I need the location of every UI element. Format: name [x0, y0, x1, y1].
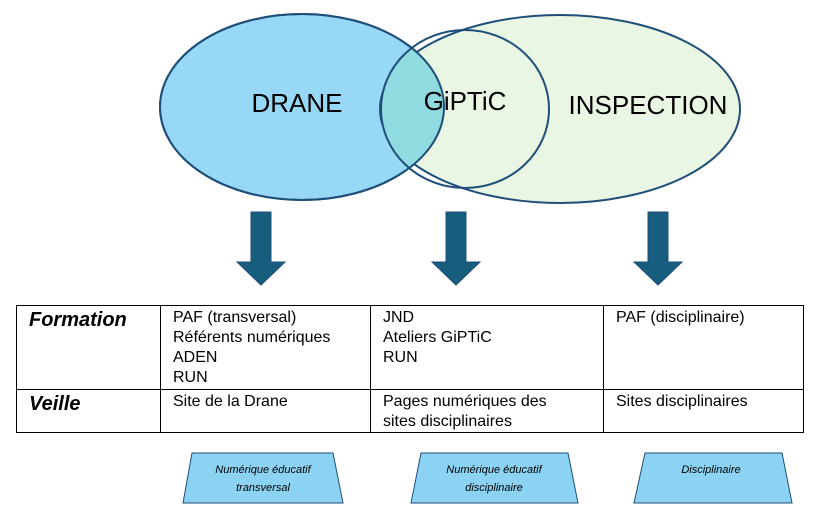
cell-giptic: JND Ateliers GiPTiC RUN	[370, 305, 604, 390]
cell-text: JND	[383, 309, 415, 326]
tag-line-1: Numérique éducatif	[446, 464, 542, 476]
cell-drane: Site de la Drane	[160, 389, 371, 433]
giptic-overlap	[381, 30, 444, 188]
giptic-label: GiPTiC	[424, 86, 507, 116]
venn-diagram: DRANE GiPTiC INSPECTION	[159, 13, 741, 286]
cell-text: PAF (disciplinaire)	[616, 309, 745, 326]
activities-table: Formation PAF (transversal) Référents numé…	[16, 305, 804, 433]
row-header: Formation	[16, 305, 161, 390]
cell-text: RUN	[173, 369, 208, 386]
tag-line-2: transversal	[236, 482, 290, 494]
cell-text: RUN	[383, 349, 418, 366]
cell-text: sites disciplinaires	[383, 413, 512, 430]
tag-shape-transversal	[182, 452, 344, 504]
cell-text: ADEN	[173, 349, 218, 366]
row-veille: Veille Site de la Drane Pages numériques d…	[16, 389, 804, 433]
arrows	[235, 211, 684, 286]
inspection-label: INSPECTION	[569, 90, 728, 120]
tag-disciplinaire-numerique: Numérique éducatif disciplinaire	[410, 452, 579, 504]
down-arrow-inspection	[632, 211, 684, 286]
cell-text: Ateliers GiPTiC	[383, 329, 492, 346]
tag-line-1: Numérique éducatif	[215, 464, 311, 476]
down-arrow-drane	[235, 211, 287, 286]
giptic-outline	[380, 29, 550, 189]
tag-shape-disciplinaire	[633, 452, 793, 504]
cell-text: Sites disciplinaires	[616, 393, 748, 410]
tag-transversal: Numérique éducatif transversal	[182, 452, 344, 504]
down-arrow-giptic	[430, 211, 482, 286]
tag-line-2: disciplinaire	[465, 482, 522, 494]
drane-label: DRANE	[251, 88, 342, 118]
cell-text: Site de la Drane	[173, 393, 288, 410]
tag-shape-disciplinaire-numerique	[410, 452, 579, 504]
cell-inspection: PAF (disciplinaire)	[603, 305, 804, 390]
cell-text: PAF (transversal)	[173, 309, 297, 326]
cell-inspection: Sites disciplinaires	[603, 389, 804, 433]
cell-giptic: Pages numériques des sites disciplinaires	[370, 389, 604, 433]
cell-text: Pages numériques des	[383, 393, 547, 410]
row-header: Veille	[16, 389, 161, 433]
cell-text: Référents numériques	[173, 329, 331, 346]
tag-disciplinaire: Disciplinaire	[633, 452, 793, 504]
tag-line-1: Disciplinaire	[681, 464, 740, 476]
drane-outline	[159, 13, 445, 201]
row-formation: Formation PAF (transversal) Référents numé…	[16, 305, 804, 390]
